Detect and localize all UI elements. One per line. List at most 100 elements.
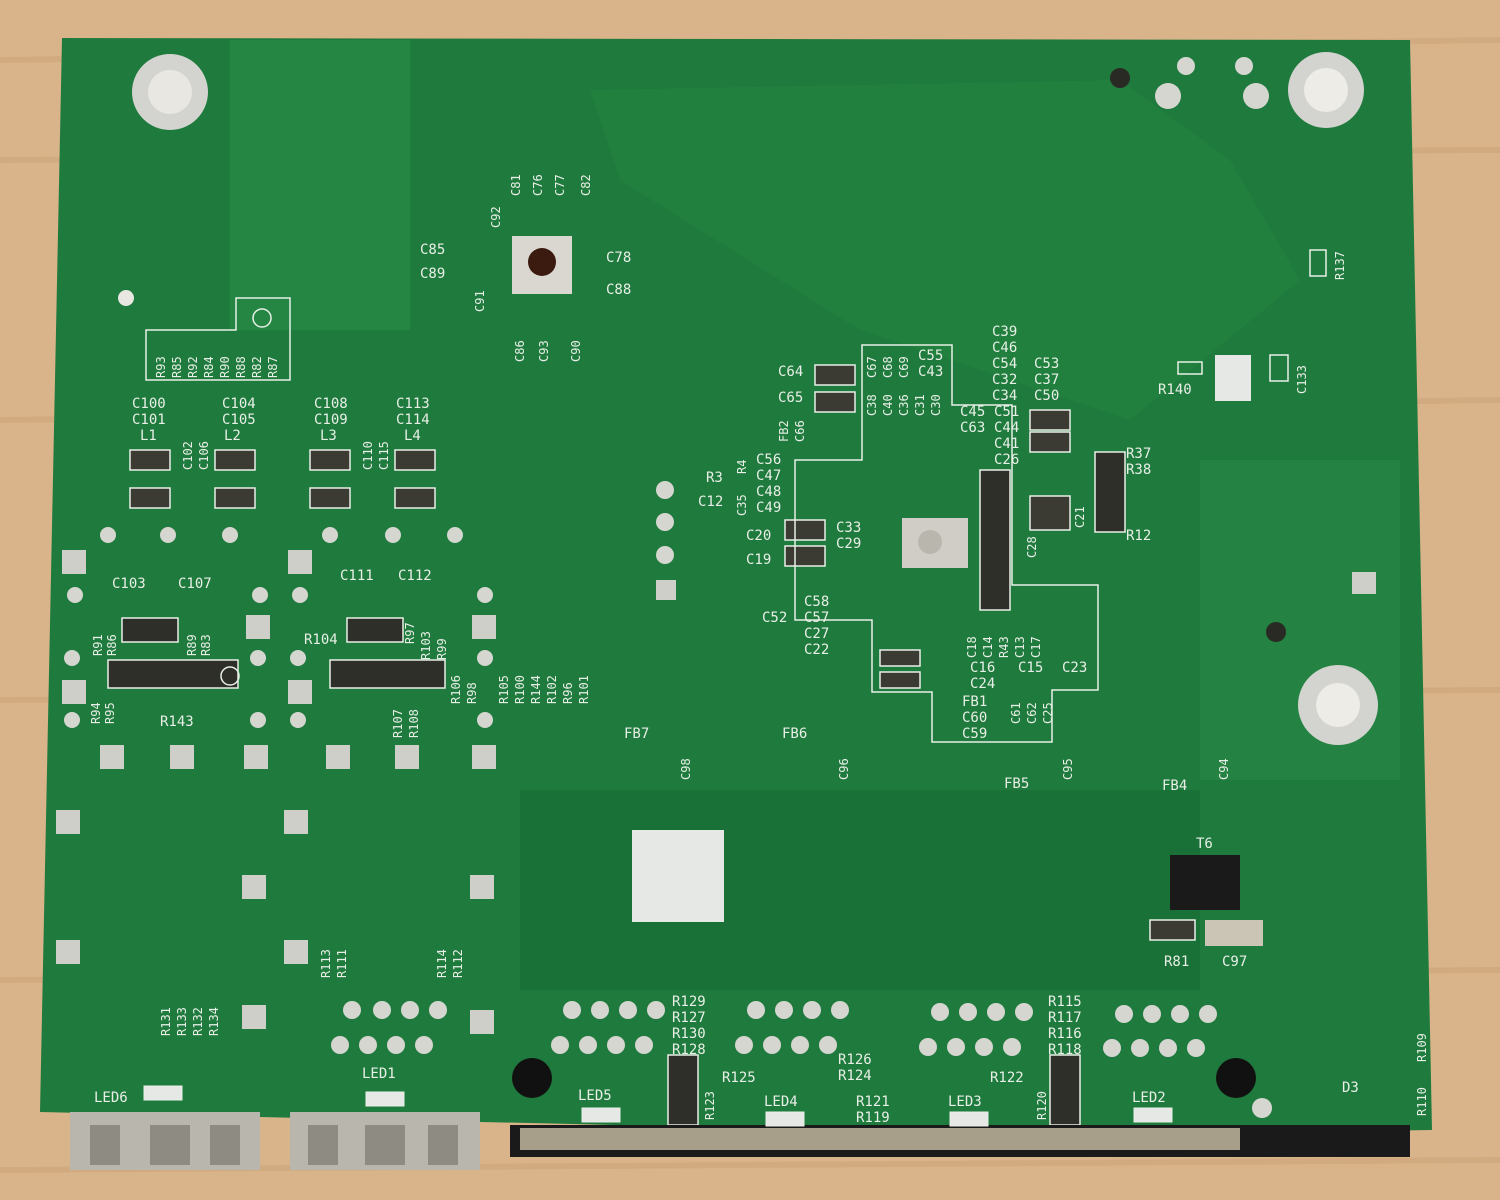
mounting-hole-right [1298,665,1378,745]
label-r127: R127 [672,1010,706,1026]
label-c108: C108 [314,396,348,412]
label-r115: R115 [1048,994,1082,1010]
silkscreen-outlines [145,249,1327,743]
label-r117: R117 [1048,1010,1082,1026]
label-r124: R124 [838,1068,872,1084]
label-c92: C92 [489,206,503,228]
smd-components [129,364,1196,941]
label-c61: C61 [1009,702,1023,724]
label-r104: R104 [304,632,338,648]
chip-via-top [528,248,556,276]
label-c107: C107 [178,576,212,592]
label-c62: C62 [1025,702,1039,724]
label-c23: C23 [1062,660,1087,676]
label-r86: R86 [105,634,119,656]
label-c26: C26 [994,452,1019,468]
label-c41: C41 [994,436,1019,452]
resistor-arrays [107,451,1126,1126]
label-r95: R95 [103,702,117,724]
label-r102: R102 [545,675,559,704]
led-components [143,1085,1173,1127]
label-r83: R83 [199,634,213,656]
label-c114: C114 [396,412,430,428]
label-c47: C47 [756,468,781,484]
label-r92: R92 [186,356,200,378]
label-l2: L2 [224,428,241,444]
label-c44: C44 [994,420,1019,436]
label-c82: C82 [579,174,593,196]
label-r38: R38 [1126,462,1151,478]
label-c35: C35 [735,494,749,516]
label-r137: R137 [1333,251,1347,280]
label-c97: C97 [1222,954,1247,970]
copper-pour-left [230,40,410,330]
label-c98: C98 [679,758,693,780]
label-c14: C14 [981,636,995,658]
small-hole [118,290,134,306]
black-posts [512,1058,1256,1098]
label-c30: C30 [929,394,943,416]
label-r103: R103 [419,631,433,660]
label-r88: R88 [234,356,248,378]
label-fb2: FB2 [777,420,791,442]
label-c89: C89 [420,266,445,282]
connector-left [70,1112,260,1170]
connector-long-face [520,1128,1240,1150]
label-c103: C103 [112,576,146,592]
label-r132: R132 [191,1007,205,1036]
label-r119: R119 [856,1110,890,1126]
copper-pour-right [1200,460,1400,780]
label-c27: C27 [804,626,829,642]
through-hole-pads [64,481,674,728]
label-c36: C36 [897,394,911,416]
label-c77: C77 [553,174,567,196]
label-r116: R116 [1048,1026,1082,1042]
label-c46: C46 [992,340,1017,356]
label-c22: C22 [804,642,829,658]
label-l1: L1 [140,428,157,444]
label-c81: C81 [509,174,523,196]
label-c51: C51 [994,404,1019,420]
label-c86: C86 [513,340,527,362]
label-c55: C55 [918,348,943,364]
label-r120: R120 [1035,1091,1049,1120]
label-c24: C24 [970,676,995,692]
label-r143: R143 [160,714,194,730]
label-r84: R84 [202,356,216,378]
label-c43: C43 [918,364,943,380]
label-r126: R126 [838,1052,872,1068]
label-c52: C52 [762,610,787,626]
label-c25: C25 [1041,702,1055,724]
label-c54: C54 [992,356,1017,372]
label-c64: C64 [778,364,803,380]
led-pad-rows [331,1001,1217,1057]
label-c102: C102 [181,441,195,470]
label-c67: C67 [865,356,879,378]
label-r98: R98 [465,682,479,704]
label-r90: R90 [218,356,232,378]
silkscreen-labels: R93 R85 R92 R84 R90 R88 R82 R87 C100 C10… [89,174,1429,1126]
label-c19: C19 [746,552,771,568]
label-c101: C101 [132,412,166,428]
label-c48: C48 [756,484,781,500]
label-c113: C113 [396,396,430,412]
label-c29: C29 [836,536,861,552]
label-c68: C68 [881,356,895,378]
label-r129: R129 [672,994,706,1010]
connector-middle [290,1112,480,1170]
label-c12: C12 [698,494,723,510]
label-r122: R122 [990,1070,1024,1086]
label-c50: C50 [1034,388,1059,404]
label-c56: C56 [756,452,781,468]
label-c60: C60 [962,710,987,726]
label-r140: R140 [1158,382,1192,398]
label-d3: D3 [1342,1080,1359,1096]
label-r121: R121 [856,1094,890,1110]
label-c111: C111 [340,568,374,584]
label-c53: C53 [1034,356,1059,372]
label-c109: C109 [314,412,348,428]
label-c65: C65 [778,390,803,406]
label-c78: C78 [606,250,631,266]
label-c34: C34 [992,388,1017,404]
label-fb4: FB4 [1162,778,1187,794]
